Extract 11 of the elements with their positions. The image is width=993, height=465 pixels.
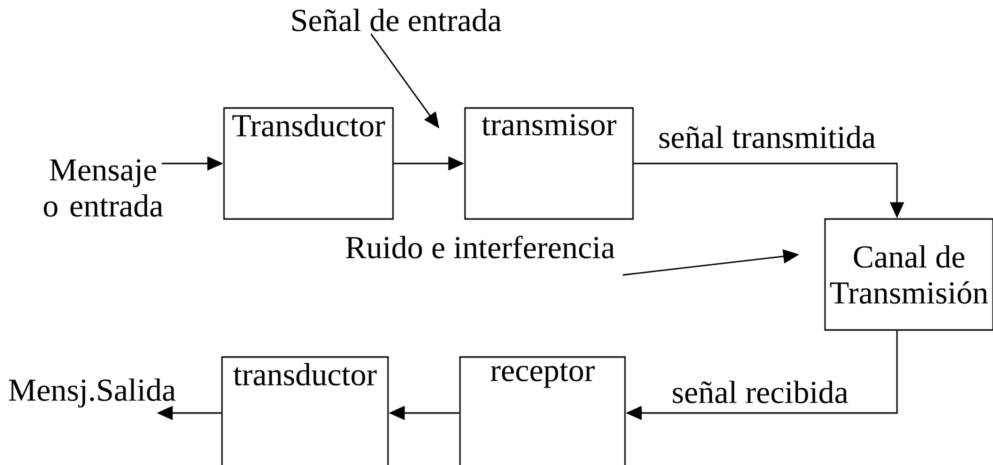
block-box: Canal de Transmisión (824, 218, 993, 331)
block-box: receptor (459, 356, 626, 465)
signal-label: Mensj.Salida (8, 378, 176, 408)
signal-label: Ruido e interferencia (346, 236, 615, 258)
signal-label: Mensaje o entrada (44, 159, 163, 217)
signal-label: Señal de entrada (292, 8, 502, 32)
block-box: transmisor (464, 107, 634, 220)
edge-label: señal recibida (670, 380, 850, 404)
block-box: transductor (221, 356, 389, 465)
edge-label: señal transmitida (657, 124, 877, 150)
block-box: Transductor (223, 107, 394, 220)
